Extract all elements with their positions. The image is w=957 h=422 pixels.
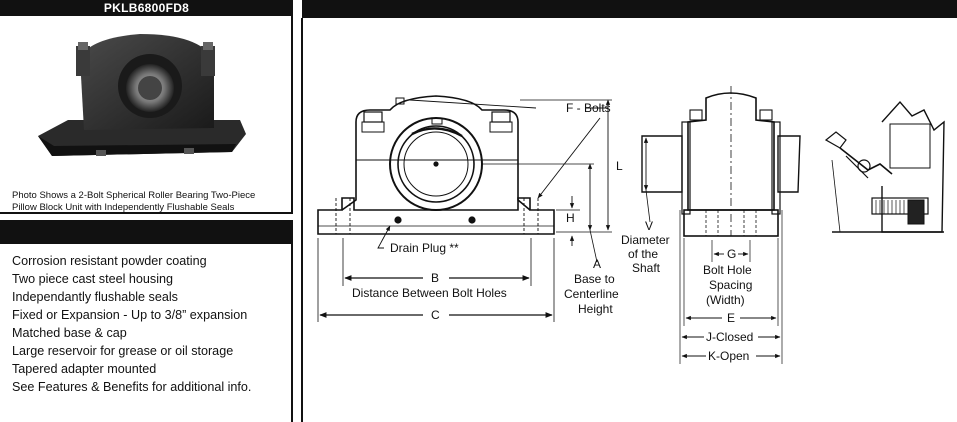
features-header-bar [0,220,293,244]
feature-item: Independantly flushable seals [12,290,178,304]
a-description-1: Base to [574,272,615,286]
feature-item: Fixed or Expansion - Up to 3/8” expansio… [12,308,248,322]
feature-list: Corrosion resistant powder coating Two p… [12,252,251,396]
a-description-2: Centerline [564,287,619,301]
k-open-label: K-Open [708,349,749,363]
feature-item: Matched base & cap [12,326,127,340]
a-description-3: Height [578,302,613,316]
bolts-label: F - Bolts [566,101,611,115]
l-label: L [616,159,623,173]
b-label: B [431,271,439,285]
g-description-1: Bolt Hole [703,263,752,277]
pillow-block-photo [38,34,246,156]
drain-plug-label: Drain Plug ** [390,241,459,255]
feature-item: Corrosion resistant powder coating [12,254,207,268]
product-panel: PKLB6800FD8 [0,0,295,422]
photo-caption: Photo Shows a 2-Bolt Spherical Roller Be… [12,190,256,213]
feature-item: Two piece cast steel housing [12,272,174,286]
g-description-2: Spacing [709,278,752,292]
v-description-3: Shaft [632,261,661,275]
j-closed-label: J-Closed [706,330,753,344]
seal-detail-view [824,100,945,233]
v-description-2: of the [628,247,658,261]
g-label: G [727,247,736,261]
e-label: E [727,311,735,325]
feature-item: See Features & Benefits for additional i… [12,380,252,394]
b-description: Distance Between Bolt Holes [352,286,507,300]
v-label: V [645,219,653,233]
diagram-header-bar [302,0,957,18]
features-column [0,244,293,422]
a-label: A [593,257,601,271]
c-label: C [431,308,440,322]
g-description-3: (Width) [706,293,745,307]
feature-item: Tapered adapter mounted [12,362,157,376]
model-title: PKLB6800FD8 [0,0,293,16]
feature-item: Large reservoir for grease or oil storag… [12,344,234,358]
h-label: H [566,211,575,225]
front-view [317,95,612,322]
panel-divider [301,18,303,422]
side-view [641,86,801,364]
photo-frame: Photo Shows a 2-Bolt Spherical Roller Be… [0,16,293,214]
v-description-1: Diameter [621,233,670,247]
